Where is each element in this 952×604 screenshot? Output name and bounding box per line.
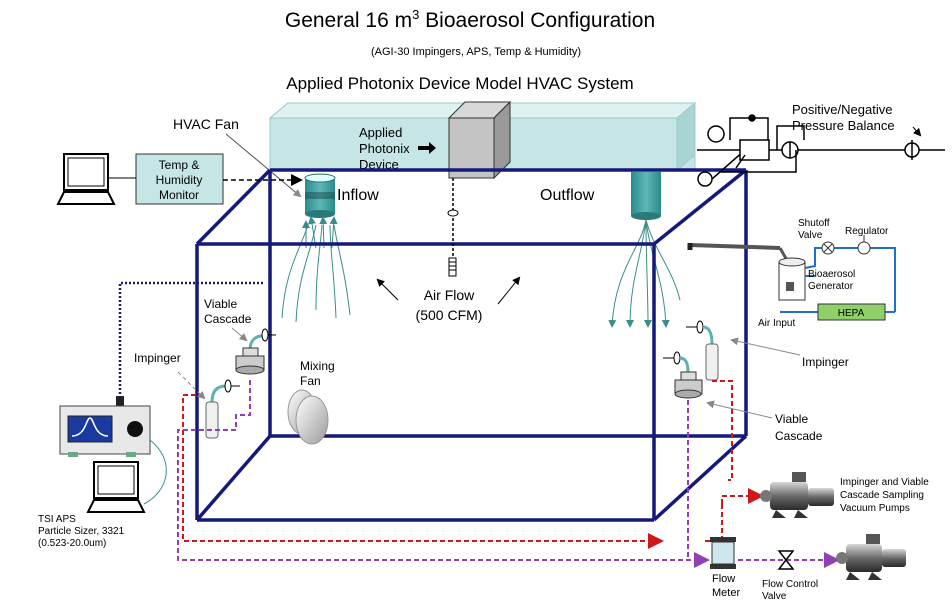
impinger-left-label: Impinger [134,351,181,365]
bioaerosol-generator-system [687,235,896,321]
viable-left-label-1: Viable [204,297,237,311]
device-sample-line [447,178,459,277]
flow-control-valve-icon [777,550,795,570]
vacuum-pump-icon [760,472,834,518]
device-label-1: Applied [359,125,402,140]
inflow-streams [281,216,351,323]
temp-label-2: Humidity [156,173,203,187]
pumps-label-1: Impinger and Viable [840,477,929,488]
viable-right-pointer [706,400,773,419]
aps-label-1: TSI APS [38,514,76,525]
mixing-fan-icon [287,389,329,445]
pressure-label-1: Positive/Negative [792,102,892,117]
viable-left-label-2: Cascade [204,312,252,326]
viable-cascade-right-icon [663,351,703,399]
viable-cascade-left-icon [235,328,276,375]
impinger-right-pointer [730,337,801,356]
hepa-label: HEPA [838,308,865,319]
aps-laptop-icon [86,439,167,513]
pressure-balance-system [697,114,945,187]
pumps-label-3: Vacuum Pumps [840,503,910,514]
shutoff-label-2: Valve [798,230,823,241]
impinger-vacuum-line-right [712,380,733,481]
flow-meter-icon [710,537,736,569]
cascade-vacuum-line-left [177,380,710,568]
shutoff-label-1: Shutoff [798,218,830,229]
bioaerosol-label-2: Generator [808,281,854,292]
aps-label-3: (0.523-20.0um) [38,538,106,549]
airflow-label: Air Flow [424,287,475,303]
photonix-device-box [447,100,512,180]
airflow-arrow-left [376,278,399,301]
airflow-arrow-right [497,276,521,305]
device-label-2: Photonix [359,141,410,156]
flow-valve-label-1: Flow Control [762,579,818,590]
viable-right-label-2: Cascade [775,429,823,443]
aps-sample-line [118,281,263,398]
hvac-fan-pointer [225,133,302,198]
pressure-label-2: Pressure Balance [792,118,895,133]
page-subtitle: (AGI-30 Impingers, APS, Temp & Humidity) [371,46,581,58]
inflow-fan-icon [304,173,336,218]
outflow-streams [608,219,681,328]
impinger-right-icon [686,320,719,381]
mixing-fan-label-2: Fan [300,374,321,388]
impinger-left-pointer [177,371,206,400]
pumps-label-2: Cascade Sampling [840,490,924,501]
device-arrow-icon [418,142,436,154]
laptop-icon [56,153,116,205]
temp-label-1: Temp & [159,158,200,172]
flow-vacuum-pump-icon [836,534,906,580]
viable-right-label-1: Viable [775,412,808,426]
impinger-right-label: Impinger [802,355,849,369]
aps-label-2: Particle Sizer, 3321 [38,526,125,537]
temp-humidity-monitor [135,153,224,205]
temp-label-3: Monitor [159,188,199,202]
flow-meter-label-1: Flow [712,573,735,585]
air-input-label: Air Input [758,318,795,329]
viable-left-pointer [231,327,248,342]
airflow-cfm: (500 CFM) [416,307,483,323]
outflow-label: Outflow [540,187,595,204]
inflow-label: Inflow [337,187,379,204]
hvac-fan-label: HVAC Fan [173,116,239,132]
vacuum-line-to-pump [721,488,764,504]
hvac-system-heading: Applied Photonix Device Model HVAC Syste… [286,74,633,93]
pressure-arrow [912,126,922,137]
mixing-fan-label-1: Mixing [300,359,335,373]
chamber-box [195,168,748,522]
flow-valve-label-2: Valve [762,591,787,602]
aps-instrument [59,396,151,457]
page-title: General 16 m3 Bioaerosol Configuration [285,7,655,32]
flow-meter-label-2: Meter [712,587,740,599]
bioaerosol-label-1: Bioaerosol [808,269,855,280]
regulator-label: Regulator [845,226,889,237]
outflow-duct-icon [631,172,661,220]
